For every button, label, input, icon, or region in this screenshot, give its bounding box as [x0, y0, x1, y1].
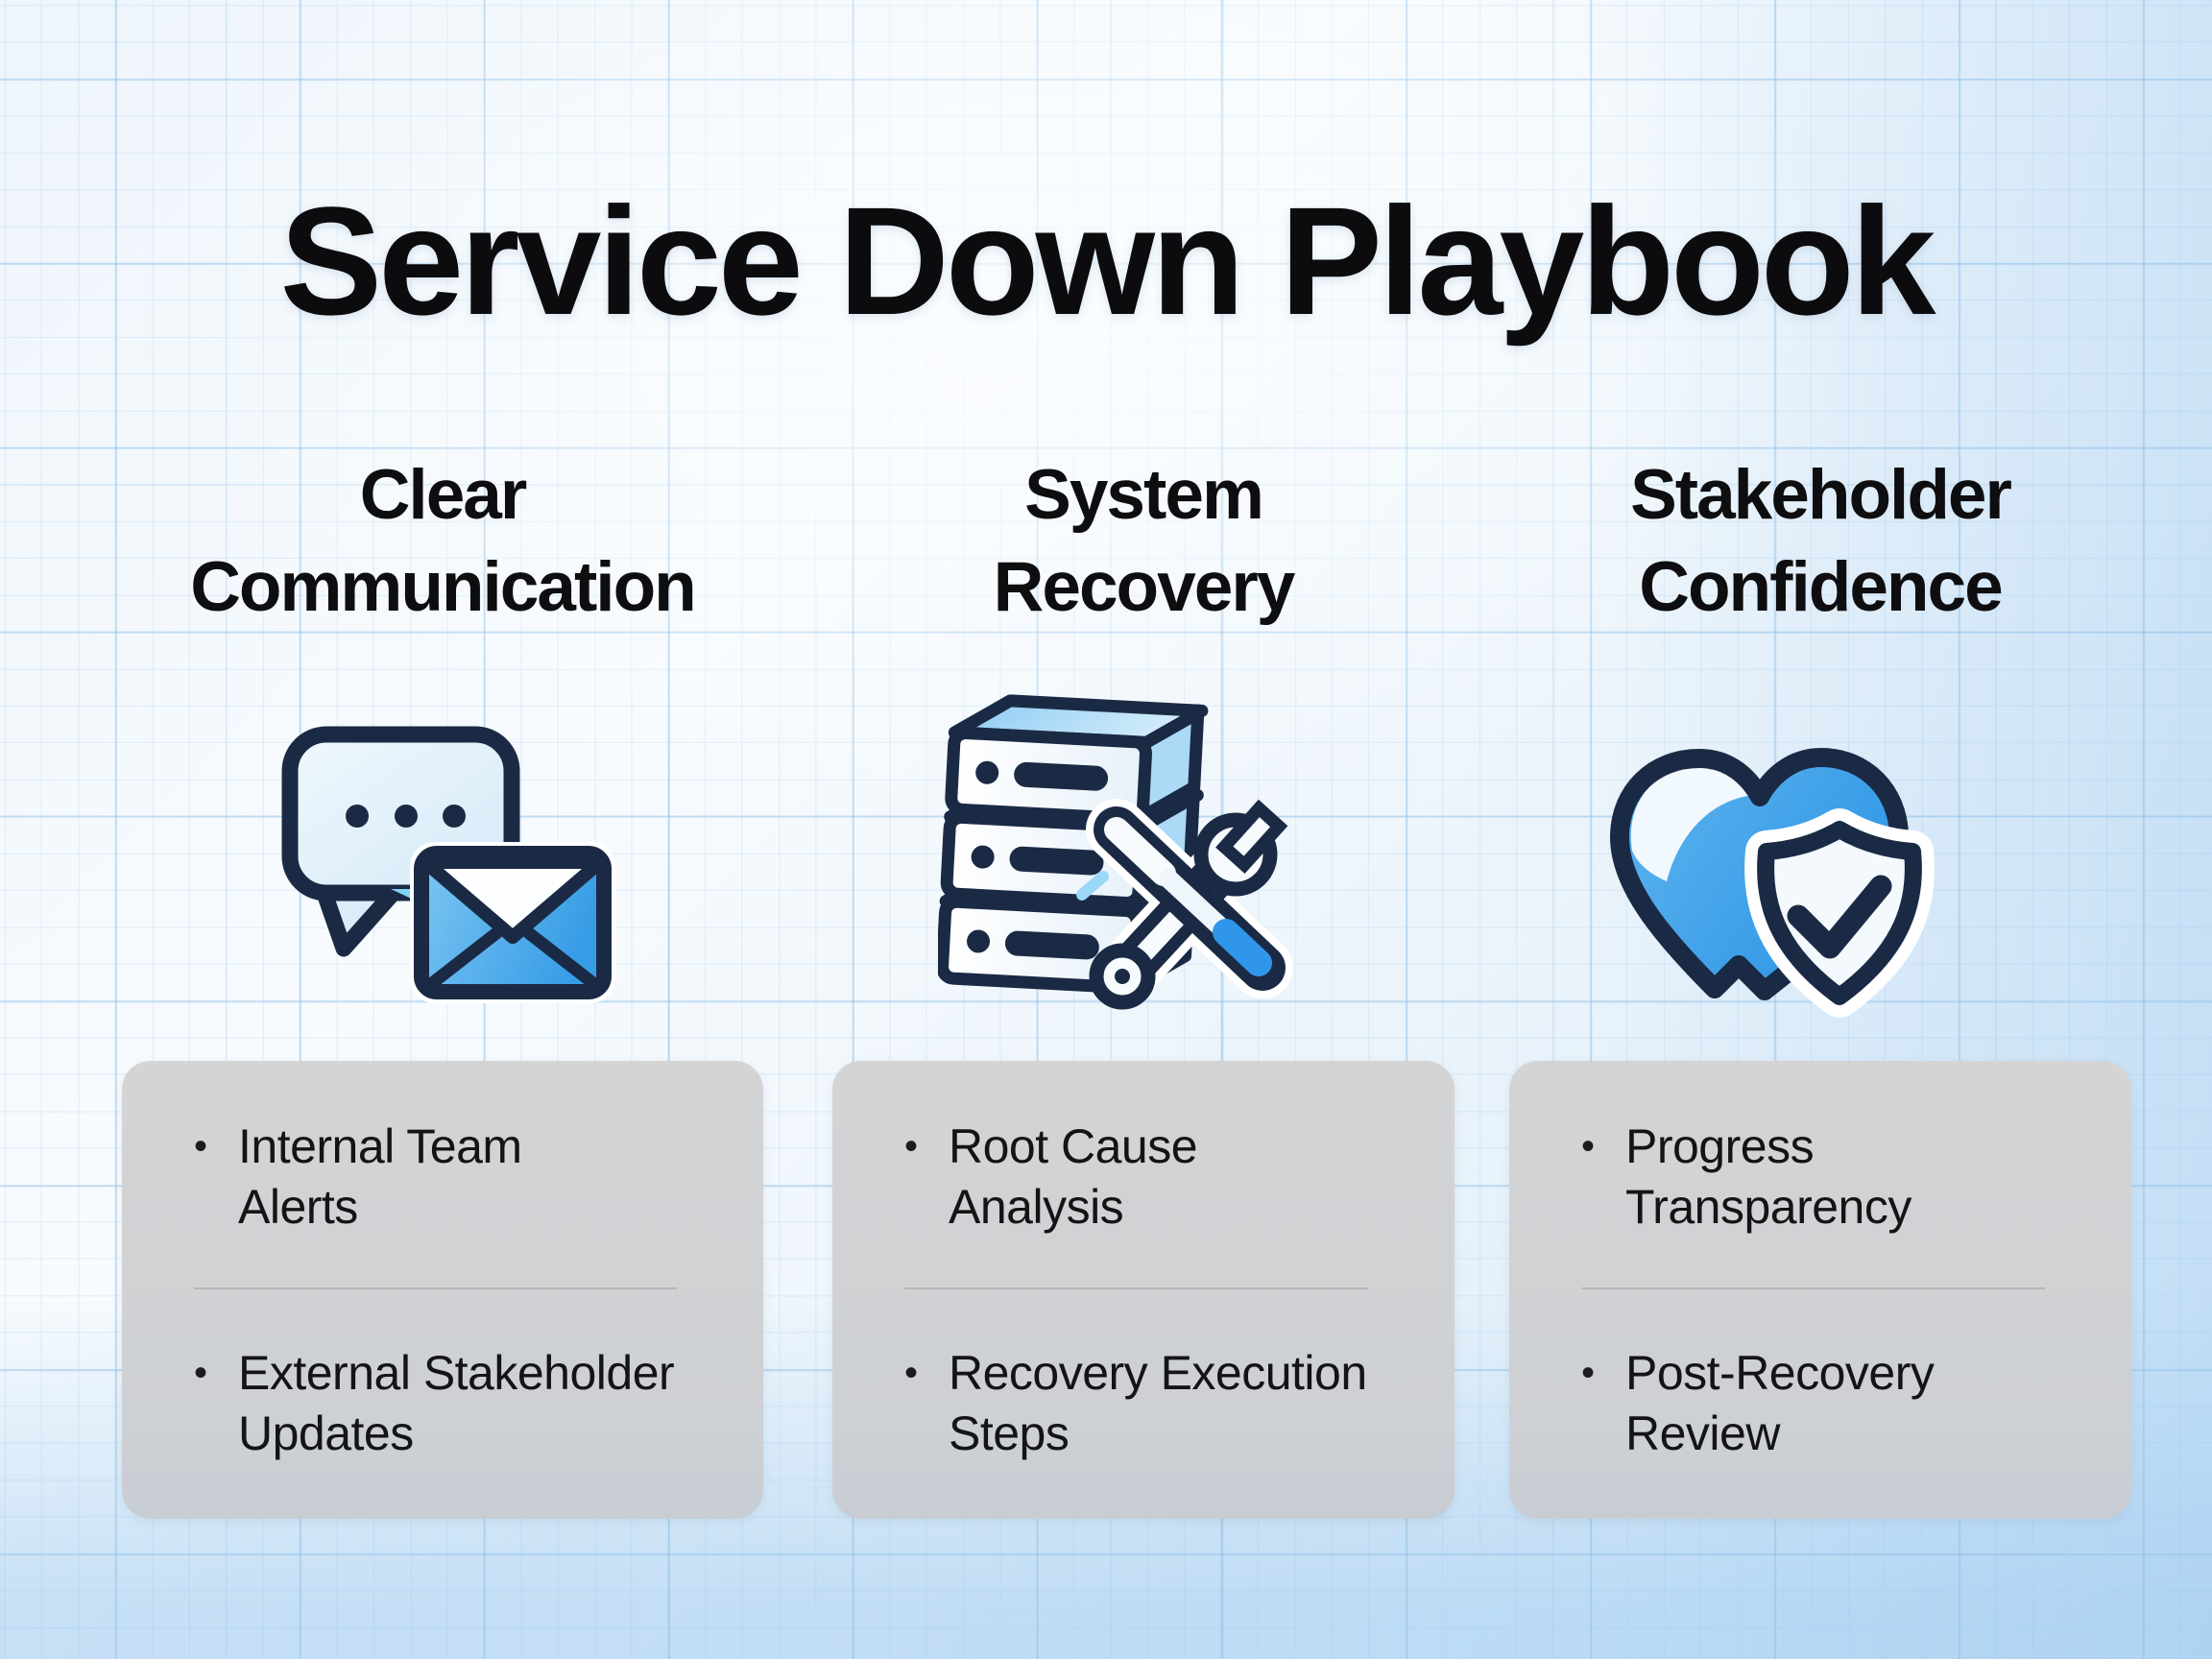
bullet-icon: •: [194, 1352, 208, 1394]
card-system-recovery: • Root Cause Analysis • Recovery Executi…: [832, 1061, 1455, 1519]
column-heading: Clear Communication: [190, 456, 697, 626]
column-system-recovery: System Recovery: [832, 0, 1455, 1659]
column-heading: System Recovery: [993, 456, 1296, 626]
list-item-label: External Stakeholder Updates: [238, 1346, 675, 1460]
server-tools-icon: [938, 693, 1303, 1029]
card-divider: [904, 1287, 1368, 1289]
column-stakeholder-confidence: Stakeholder Confidence: [1509, 0, 2131, 1659]
heart-shield-icon: [1599, 737, 1945, 1035]
list-item: • Root Cause Analysis: [904, 1117, 1416, 1238]
card-stakeholder-confidence: • Progress Transparency • Post-Recovery …: [1509, 1061, 2131, 1519]
card-divider: [194, 1287, 677, 1289]
list-item-label: Internal Team Alerts: [238, 1119, 522, 1234]
list-item: • Internal Team Alerts: [194, 1117, 725, 1238]
column-heading: Stakeholder Confidence: [1630, 456, 2012, 626]
card-divider: [1581, 1287, 2045, 1289]
column-clear-communication: Clear Communication: [122, 0, 763, 1659]
chat-mail-icon: [276, 720, 621, 1027]
list-item: • Recovery Execution Steps: [904, 1343, 1416, 1464]
list-item-label: Recovery Execution Steps: [949, 1346, 1367, 1460]
page-title: Service Down Playbook: [279, 175, 1936, 347]
list-item-label: Progress Transparency: [1625, 1119, 1911, 1234]
bullet-icon: •: [1581, 1125, 1596, 1167]
list-item: • Post-Recovery Review: [1581, 1343, 2093, 1464]
list-item-label: Post-Recovery Review: [1625, 1346, 1935, 1460]
list-item: • Progress Transparency: [1581, 1117, 2093, 1238]
bullet-icon: •: [904, 1352, 919, 1394]
list-item: • External Stakeholder Updates: [194, 1343, 725, 1464]
list-item-label: Root Cause Analysis: [949, 1119, 1198, 1234]
bullet-icon: •: [904, 1125, 919, 1167]
bullet-icon: •: [1581, 1352, 1596, 1394]
bullet-icon: •: [194, 1125, 208, 1167]
card-clear-communication: • Internal Team Alerts • External Stakeh…: [122, 1061, 763, 1519]
